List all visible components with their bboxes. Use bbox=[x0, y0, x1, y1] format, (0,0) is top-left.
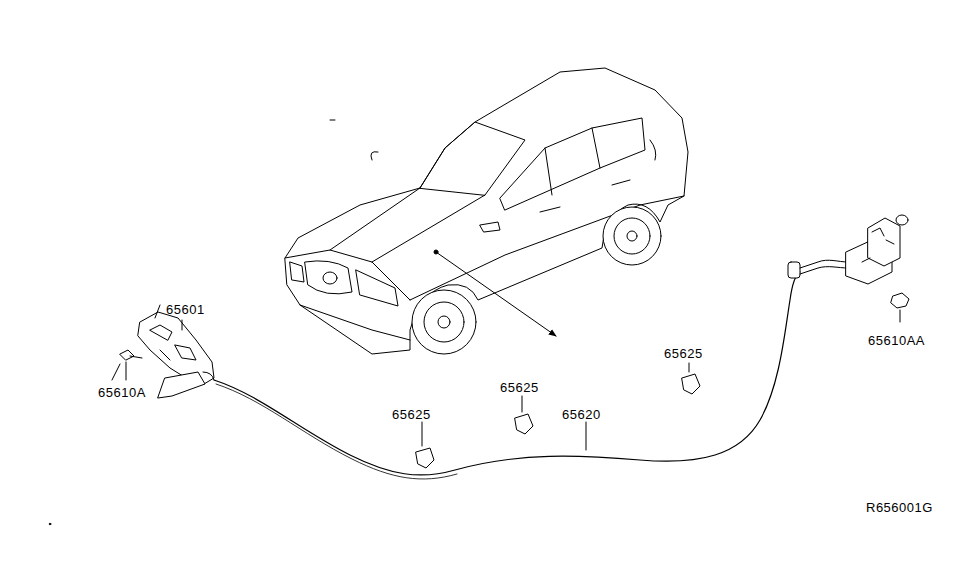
diagram-code: R656001G bbox=[866, 501, 933, 514]
callout-number: 65625 bbox=[392, 408, 431, 421]
leader-line bbox=[182, 320, 183, 330]
callout-number: 65620 bbox=[562, 408, 601, 421]
leader-line bbox=[112, 364, 120, 380]
hood-release-handle bbox=[138, 305, 214, 398]
bolt bbox=[891, 293, 909, 322]
hood-lock bbox=[788, 215, 908, 284]
car-illustration bbox=[285, 68, 688, 354]
callout-number: 65625 bbox=[500, 381, 539, 394]
callout-number: 65610A bbox=[98, 386, 146, 399]
callout-number: 65625 bbox=[664, 347, 703, 360]
cable-clip bbox=[515, 396, 533, 434]
bolt bbox=[120, 350, 142, 380]
cable-clip bbox=[682, 363, 700, 394]
cable-clip bbox=[416, 422, 434, 468]
callout-number: 65601 bbox=[166, 303, 205, 316]
callout-number: 65610AA bbox=[868, 334, 925, 347]
leader-line bbox=[586, 422, 587, 450]
release-cable bbox=[214, 272, 800, 475]
